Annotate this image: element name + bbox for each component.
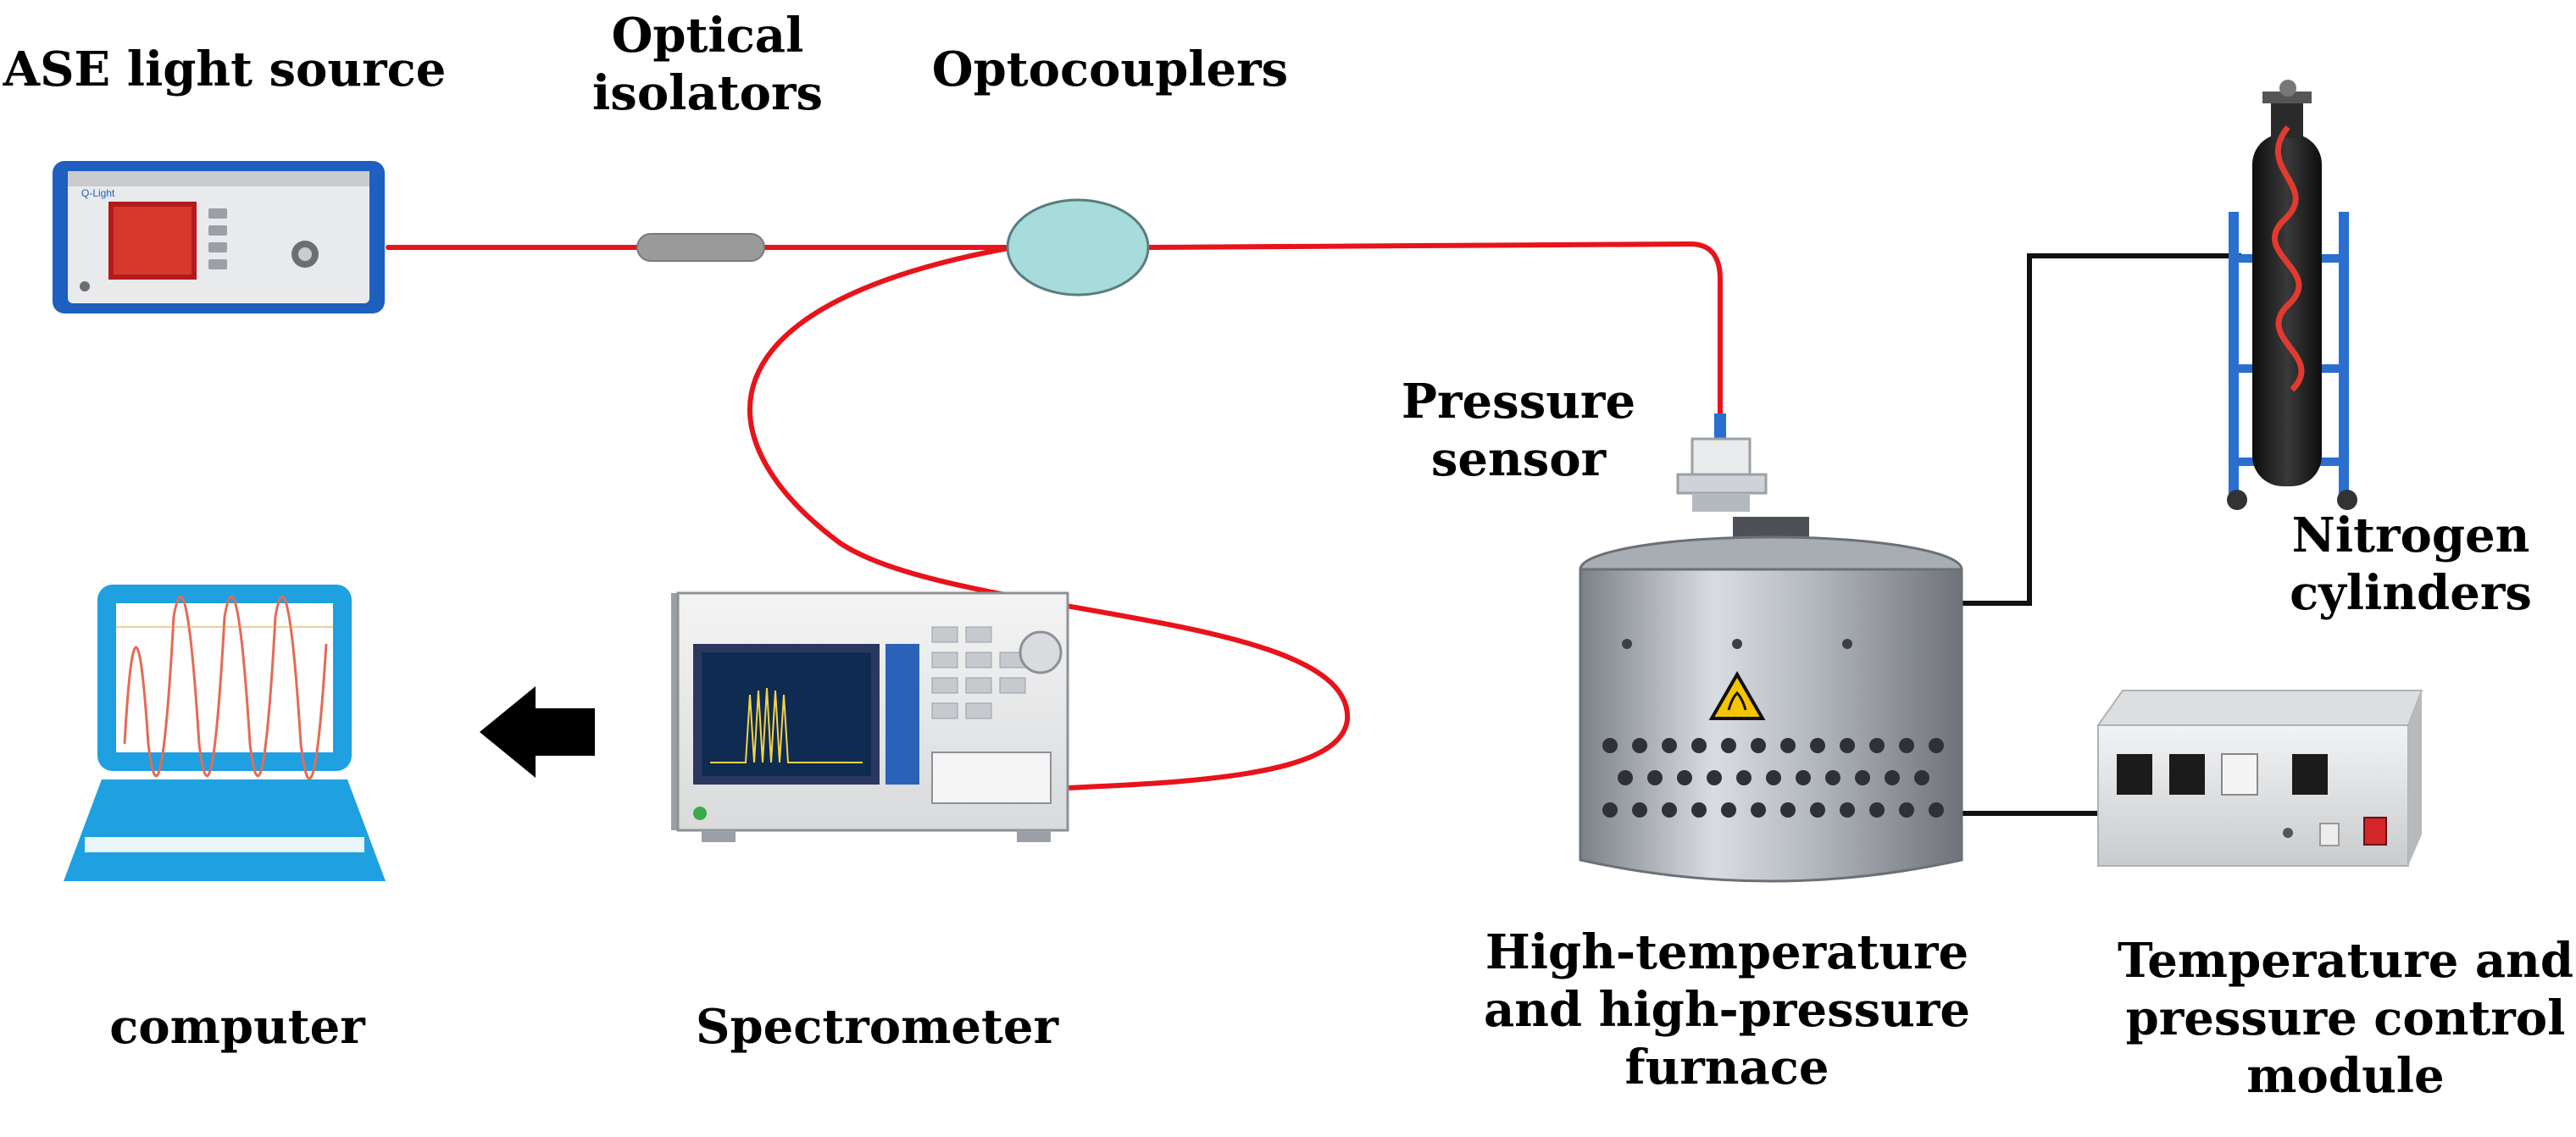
nitrogen-cylinder-device bbox=[2227, 80, 2357, 510]
data-flow-arrow-icon bbox=[480, 686, 595, 778]
fiber-coupler-to-sensor bbox=[1146, 241, 1723, 416]
spectrometer-device bbox=[671, 591, 1069, 842]
control-module-device bbox=[2096, 690, 2423, 867]
label-optical-isolators: Optical isolators bbox=[592, 8, 823, 121]
label-furnace: High-temperature and high-pressure furna… bbox=[1484, 924, 1970, 1095]
ase-brand-text: Q-Light bbox=[81, 187, 115, 199]
optical-isolator-device bbox=[636, 233, 765, 262]
label-spectrometer: Spectrometer bbox=[696, 999, 1058, 1055]
optocoupler-device bbox=[1006, 198, 1150, 297]
optical-fiber-lines bbox=[386, 241, 1723, 795]
pressure-sensor-device bbox=[1676, 413, 1768, 512]
computer-laptop-icon bbox=[64, 585, 386, 881]
label-pressure-sensor: Pressure sensor bbox=[1401, 374, 1636, 487]
label-optocouplers: Optocouplers bbox=[931, 42, 1289, 97]
ase-light-source-device: Q-Light bbox=[53, 161, 385, 313]
hot-surface-warning-icon bbox=[1708, 670, 1766, 720]
label-ase-light-source: ASE light source bbox=[3, 42, 447, 97]
label-computer: computer bbox=[109, 999, 365, 1055]
label-nitrogen-cylinders: Nitrogen cylinders bbox=[2290, 507, 2532, 621]
fiber-coupler-to-spectrometer bbox=[747, 245, 1351, 795]
label-control-module: Temperature and pressure control module bbox=[2117, 933, 2574, 1104]
furnace-device bbox=[1579, 517, 1963, 883]
